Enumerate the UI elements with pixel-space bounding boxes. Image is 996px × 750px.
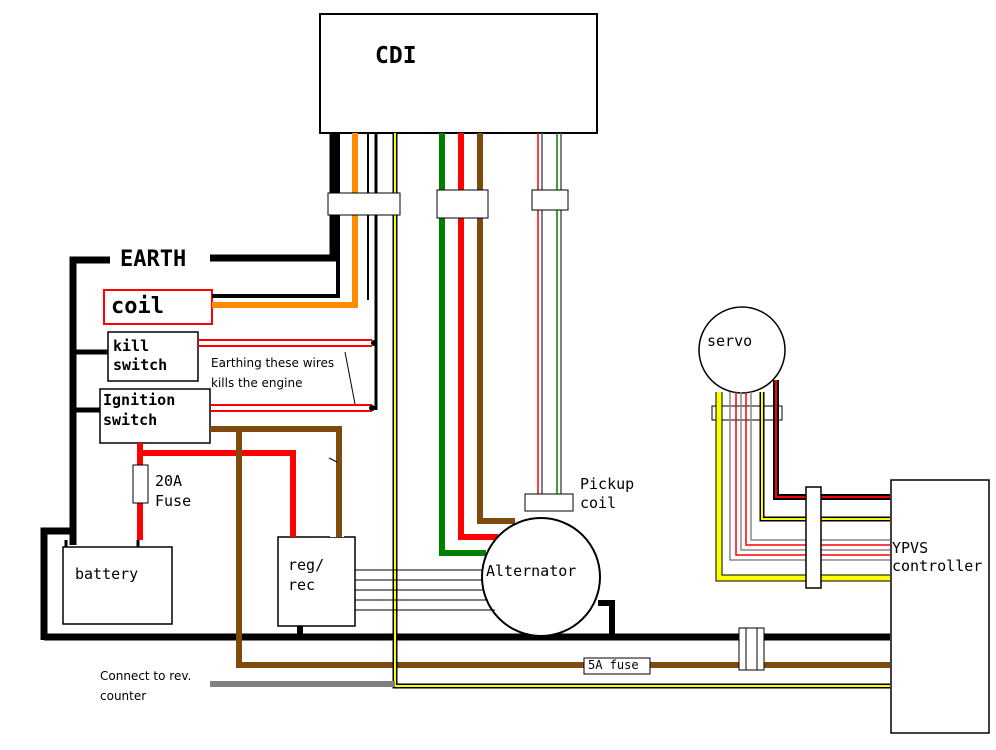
fuse-5a-label-box <box>583 657 651 675</box>
fuse-5a-block <box>738 627 765 671</box>
note-label-1: Earthing these wires <box>211 356 335 370</box>
ypvs-box <box>890 479 990 734</box>
alternator-circle <box>481 517 601 637</box>
pickup-label-2: coil <box>580 494 617 512</box>
coil-label: coil <box>111 294 164 319</box>
regrec-label-2: rec <box>288 576 316 594</box>
regrec-box <box>277 536 356 627</box>
kill-switch-label-1: kill <box>113 337 150 355</box>
kill-wires <box>198 339 372 412</box>
fuse-20a <box>132 464 149 504</box>
kill-switch-box <box>107 331 199 382</box>
connector-1 <box>327 192 401 216</box>
ignition-label-1: Ignition <box>103 391 176 409</box>
note-label-2: kills the engine <box>211 376 303 390</box>
cdi-box <box>319 13 598 134</box>
brown-wires <box>210 133 890 668</box>
servo-circle <box>698 306 786 394</box>
pickup-wires <box>537 133 562 495</box>
regrec-label-1: reg/ <box>288 556 325 574</box>
rev-counter-label-1: Connect to rev. <box>100 669 192 683</box>
connector-2 <box>436 189 489 219</box>
fuse-5a-label: 5A fuse <box>588 658 639 672</box>
fuse-20a-label-1: 20A <box>155 472 183 490</box>
battery-box <box>62 546 173 625</box>
ypvs-label-1: YPVS <box>892 539 929 557</box>
ignition-switch-box <box>99 388 211 444</box>
pickup-label-1: Pickup <box>580 475 635 493</box>
pickup-coil-block <box>524 493 574 512</box>
cdi-label: CDI <box>375 43 417 69</box>
regrec-alt-wires <box>355 569 495 611</box>
alternator-label: Alternator <box>486 562 577 580</box>
ypvs-connector <box>805 486 822 589</box>
servo-label: servo <box>707 332 753 350</box>
servo-wires <box>715 380 890 582</box>
red-alt-wire <box>458 133 498 540</box>
red-power-wire <box>137 443 296 540</box>
orange-coil-wire <box>212 133 358 308</box>
fuse-20a-label-2: Fuse <box>155 492 192 510</box>
kill-switch-label-2: switch <box>113 356 168 374</box>
rev-counter-label-2: counter <box>100 689 147 703</box>
ypvs-label-2: controller <box>892 557 983 575</box>
connector-3 <box>531 189 569 211</box>
battery-label: battery <box>75 565 139 583</box>
ignition-label-2: switch <box>103 411 158 429</box>
earth-wires <box>40 133 890 641</box>
green-wire <box>439 133 486 556</box>
coil-box <box>103 289 213 325</box>
earth-label: EARTH <box>120 247 187 272</box>
